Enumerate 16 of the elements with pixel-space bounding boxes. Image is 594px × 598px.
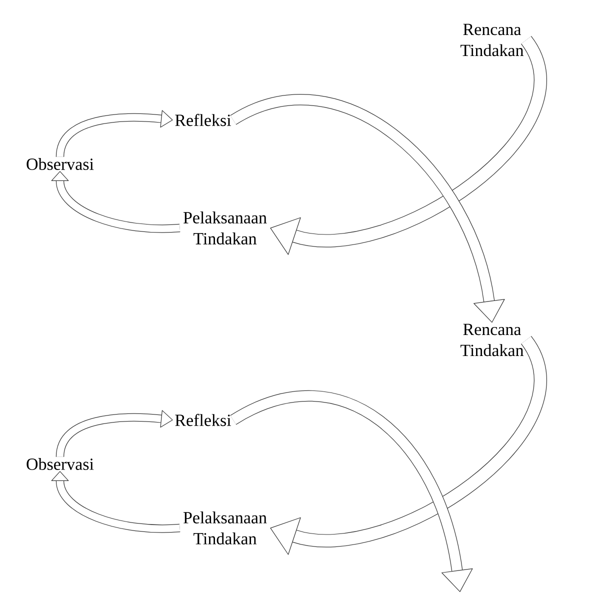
- stage-label: Rencana Tindakan: [460, 324, 524, 356]
- stage-label: Pelaksanaan Tindakan: [183, 212, 267, 244]
- curved-arrow: [270, 336, 546, 555]
- curved-arrow: [230, 94, 505, 323]
- curved-arrow: [270, 36, 546, 255]
- stage-label: Observasi: [26, 458, 94, 470]
- stage-label: Rencana Tindakan: [460, 24, 524, 56]
- curved-arrow: [56, 110, 173, 158]
- curved-arrow: [51, 471, 180, 533]
- curved-arrow: [230, 390, 473, 592]
- stage-label: Observasi: [26, 158, 94, 170]
- stage-label: Refleksi: [175, 114, 231, 126]
- stage-label: Refleksi: [175, 414, 231, 426]
- curved-arrow: [56, 410, 173, 458]
- stage-label: Pelaksanaan Tindakan: [183, 512, 267, 544]
- curved-arrow: [51, 171, 180, 233]
